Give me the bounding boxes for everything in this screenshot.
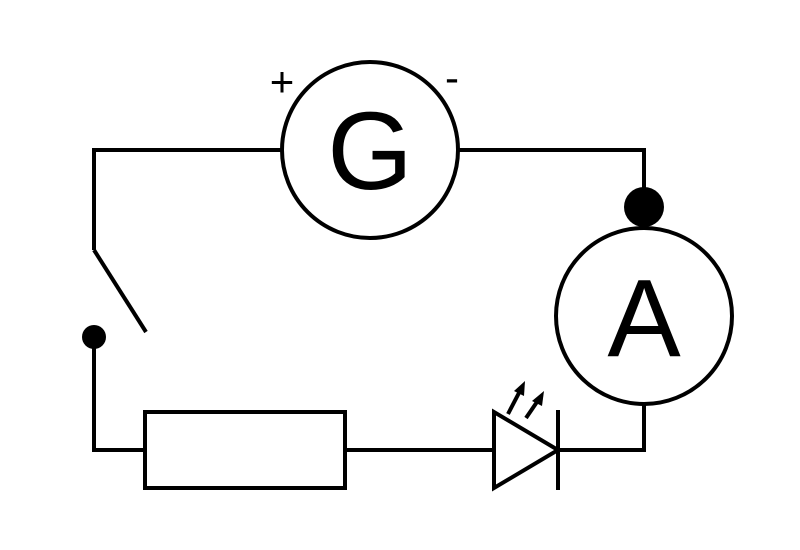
wire-resistor-to-switch xyxy=(92,337,145,452)
led-light-arrows xyxy=(506,381,544,420)
ammeter-label: A xyxy=(607,257,681,380)
led-arrow-right-head xyxy=(532,391,544,406)
switch-contact-dot xyxy=(82,325,106,349)
ammeter: A xyxy=(554,226,734,406)
led-triangle xyxy=(492,408,562,492)
wire-top-right xyxy=(458,148,646,208)
wire-ammeter-to-led xyxy=(558,405,646,452)
generator-negative-terminal: - xyxy=(445,54,459,101)
junction-dot xyxy=(624,187,664,227)
wire-top-left xyxy=(92,148,282,250)
ammeter-circle xyxy=(554,226,734,406)
led-arrow-left-head xyxy=(514,381,525,396)
generator: G + - xyxy=(270,54,460,240)
switch xyxy=(82,248,148,349)
switch-lever xyxy=(92,248,148,334)
resistor xyxy=(143,410,347,490)
generator-label: G xyxy=(327,90,413,213)
led xyxy=(492,381,562,492)
generator-circle xyxy=(280,60,460,240)
generator-positive-terminal: + xyxy=(270,58,295,105)
